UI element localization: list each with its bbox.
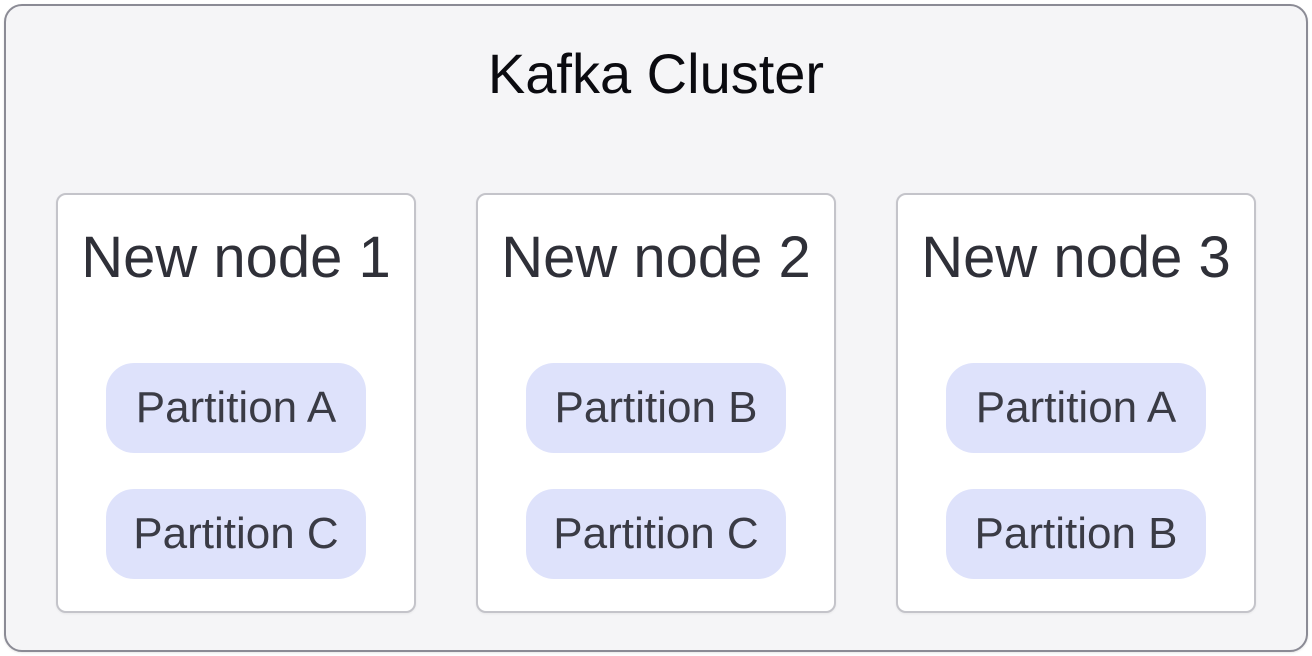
partition-list: Partition B Partition C [526,363,786,579]
partition-list: Partition A Partition C [106,363,366,579]
kafka-cluster-frame: Kafka Cluster New node 1 Partition A Par… [4,4,1308,652]
diagram-title: Kafka Cluster [487,42,825,105]
partition-list: Partition A Partition B [946,363,1206,579]
partition-pill: Partition A [106,363,366,453]
node-card-3: New node 3 Partition A Partition B [896,193,1256,613]
partition-pill: Partition C [106,489,366,579]
node-title: New node 1 [81,225,391,290]
node-card-1: New node 1 Partition A Partition C [56,193,416,613]
partition-pill: Partition B [526,363,786,453]
partition-pill: Partition A [946,363,1206,453]
nodes-row: New node 1 Partition A Partition C New n… [6,193,1306,613]
node-card-2: New node 2 Partition B Partition C [476,193,836,613]
node-title: New node 2 [501,225,811,290]
node-title: New node 3 [921,225,1231,290]
partition-pill: Partition C [526,489,786,579]
partition-pill: Partition B [946,489,1206,579]
